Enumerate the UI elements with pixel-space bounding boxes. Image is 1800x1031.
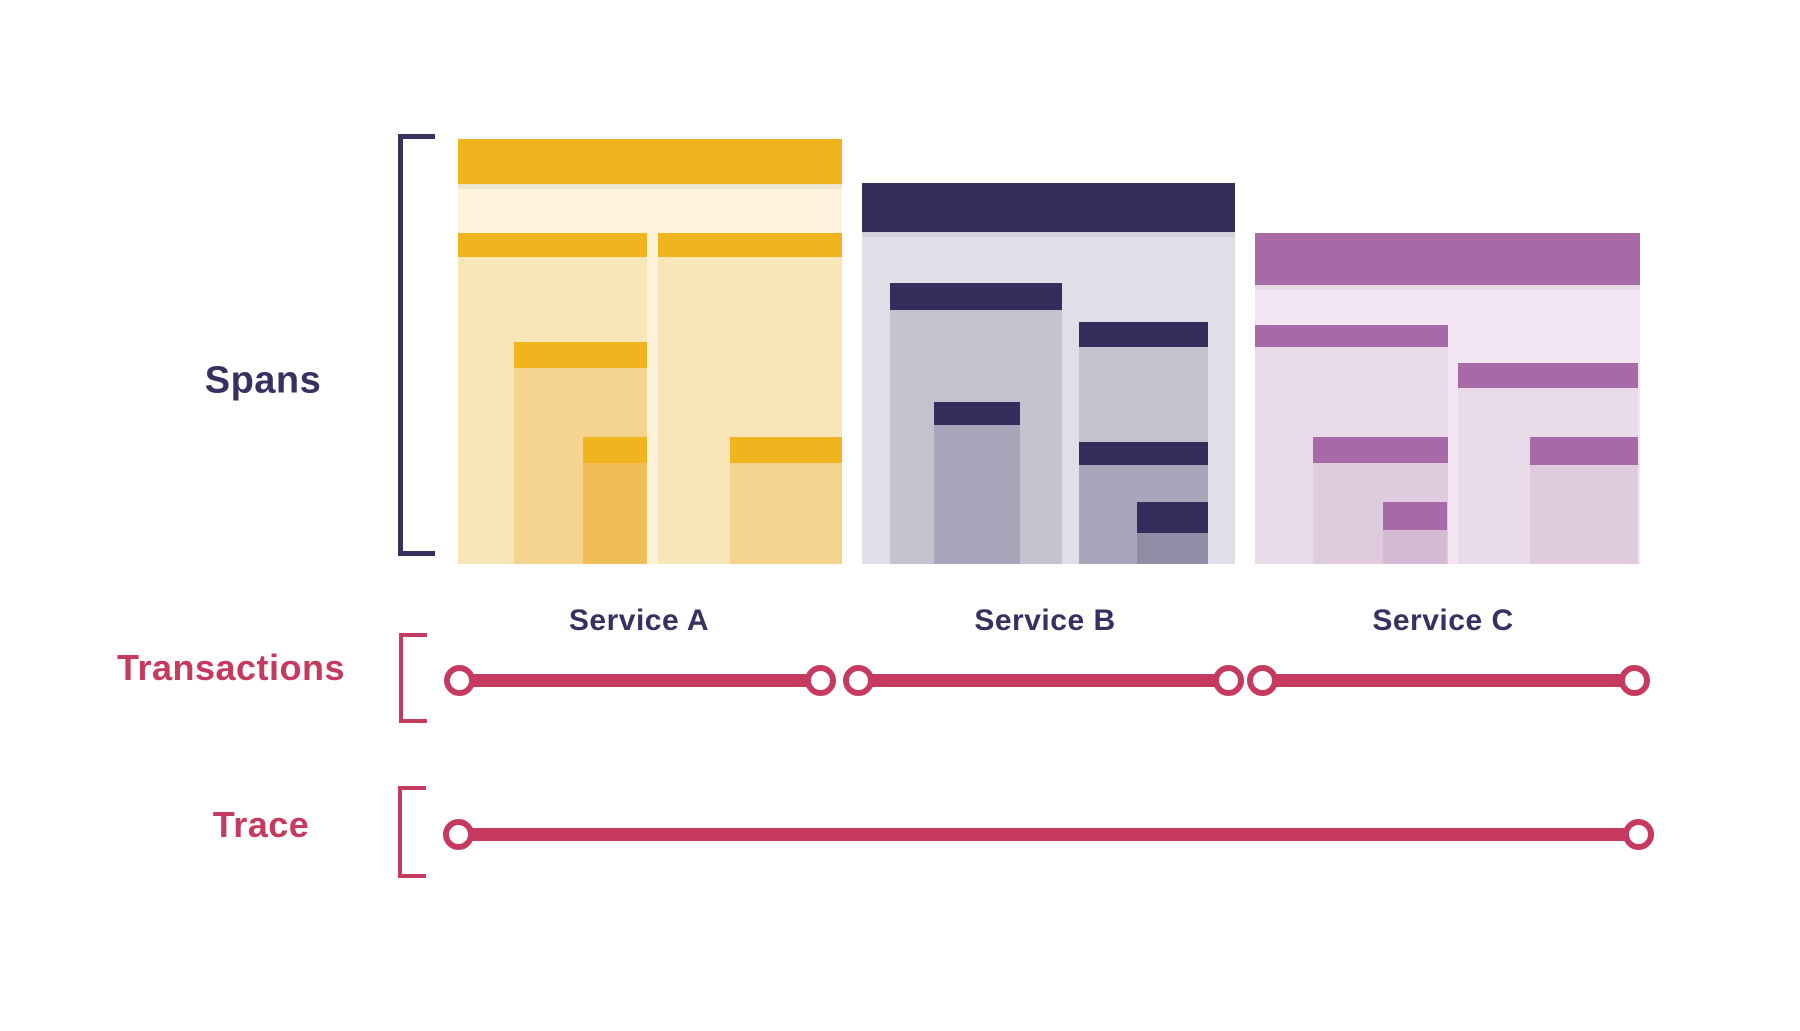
- transaction-endpoint-dot: [443, 664, 475, 696]
- transaction-endpoint-dot: [1246, 664, 1278, 696]
- span-header: [1383, 502, 1447, 530]
- span-bar: [583, 437, 647, 564]
- span-body: [1137, 533, 1208, 564]
- transaction-line: [459, 673, 820, 687]
- root-span-bar: [458, 139, 842, 184]
- span-bar: [934, 402, 1020, 564]
- transaction-line: [1262, 673, 1634, 687]
- trace-bracket: [398, 786, 426, 878]
- trace-label: Trace: [212, 804, 310, 845]
- service-label-a: Service A: [568, 604, 710, 637]
- transaction-endpoint-dot: [842, 664, 874, 696]
- span-header: [583, 437, 647, 463]
- span-bar: [730, 437, 842, 564]
- span-header: [658, 233, 842, 257]
- span-header: [1255, 325, 1448, 347]
- service-block-a: [458, 139, 842, 564]
- root-span-bar: [862, 183, 1235, 232]
- span-header: [934, 402, 1020, 425]
- service-label-c: Service C: [1372, 604, 1514, 637]
- span-body: [1530, 465, 1638, 564]
- span-header: [730, 437, 842, 463]
- span-header: [1137, 502, 1208, 533]
- span-header: [458, 233, 647, 257]
- span-header: [1079, 442, 1208, 465]
- span-header: [1530, 437, 1638, 465]
- trace-line: [458, 827, 1638, 841]
- span-body: [583, 463, 647, 564]
- spans-bracket: [398, 134, 435, 556]
- span-body: [1383, 530, 1447, 564]
- transaction-endpoint-dot: [1618, 664, 1650, 696]
- span-header: [1458, 363, 1638, 388]
- root-span-bar: [1255, 233, 1640, 285]
- trace-endpoint-dot: [1622, 818, 1654, 850]
- trace-endpoint-dot: [442, 818, 474, 850]
- service-block-c: [1255, 233, 1640, 564]
- spans-label: Spans: [204, 359, 322, 402]
- span-header: [1079, 322, 1208, 347]
- span-bar: [1530, 437, 1638, 564]
- span-header: [890, 283, 1062, 310]
- span-bar: [1137, 502, 1208, 564]
- service-label-b: Service B: [974, 604, 1116, 637]
- transaction-endpoint-dot: [804, 664, 836, 696]
- transaction-endpoint-dot: [1212, 664, 1244, 696]
- transactions-bracket: [399, 633, 427, 723]
- transactions-label: Transactions: [116, 647, 346, 688]
- transaction-line: [858, 673, 1228, 687]
- span-body: [730, 463, 842, 564]
- span-header: [1313, 437, 1448, 463]
- span-body: [934, 425, 1020, 564]
- span-bar: [1383, 502, 1447, 564]
- service-block-b: [862, 183, 1235, 564]
- span-header: [514, 342, 647, 368]
